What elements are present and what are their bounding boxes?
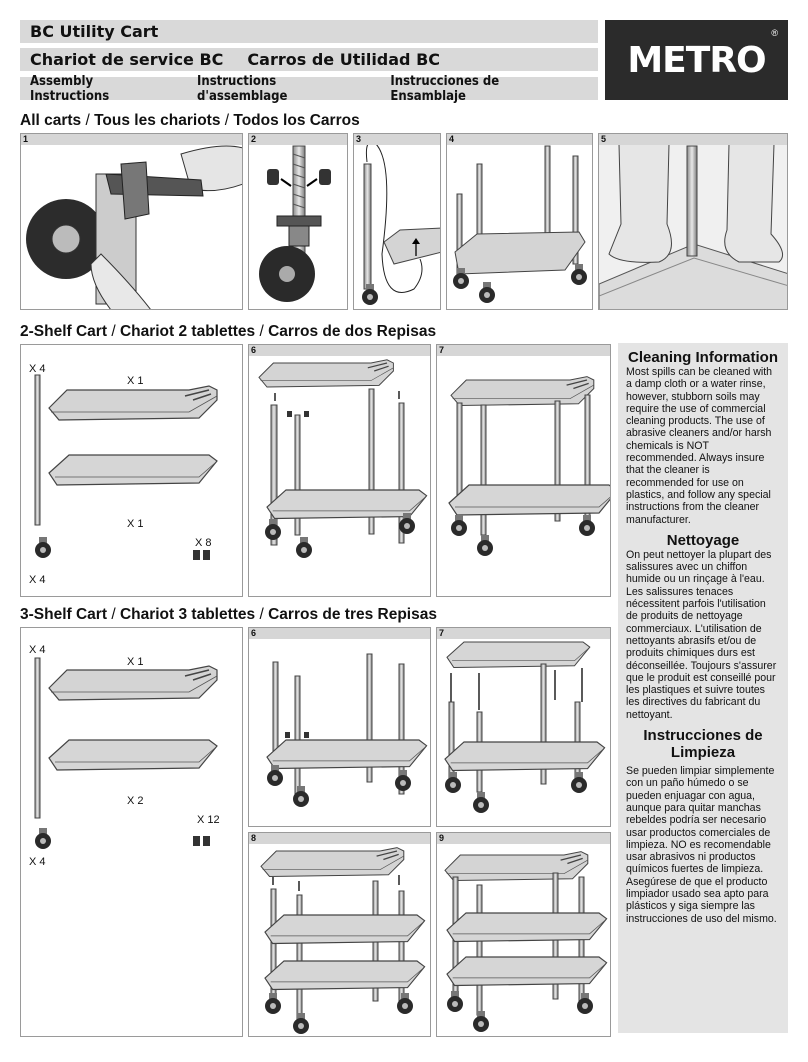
subtitle-en: Assembly Instructions [30, 73, 110, 104]
section-two-fr: Chariot 2 tablettes [119, 323, 256, 340]
header-subtitle-bar: Assembly Instructions Instructions d'ass… [20, 74, 598, 104]
section-all-sep-1: / [85, 112, 90, 129]
section-three-en: 3-Shelf Cart [20, 606, 107, 623]
section-all-es: Todos los Carros [233, 112, 360, 129]
section-two-en: 2-Shelf Cart [20, 323, 107, 340]
parts-3-shelf-illustration [34, 657, 218, 849]
metro-logo: METRO ® [605, 20, 788, 100]
step-5-illustration [599, 134, 787, 309]
cleaning-body-fr: On peut nettoyer la plupart des salissur… [626, 548, 777, 721]
step-9-3shelf-panel: 9 [436, 832, 611, 1037]
step-8-3shelf-panel: 8 [248, 832, 431, 1037]
section-two-es: Carros de dos Repisas [268, 323, 437, 340]
qty-posts: X 4 [29, 644, 46, 656]
step-7-3shelf-illustration [444, 641, 606, 813]
step-1-panel: 1 [20, 133, 243, 310]
step-4-illustration [453, 145, 587, 303]
step-7-2shelf-panel: 7 [436, 344, 611, 597]
qty-casters: X 4 [29, 574, 46, 586]
subtitle-fr: Instructions d'assemblage [197, 73, 288, 104]
header-title-bar: BC Utility Cart [20, 20, 598, 43]
parts-panel-2-shelf: X 4 X 1 X 1 X 8 X 4 [20, 344, 243, 597]
cleaning-title-fr: Nettoyage [666, 531, 740, 549]
section-title-all-carts: All carts / Tous les chariots / Todos lo… [20, 112, 360, 130]
title-en: BC Utility Cart [30, 22, 159, 41]
step-number: 9 [437, 833, 610, 844]
parts-2-shelf-illustration [34, 374, 218, 560]
cleaning-title-en: Cleaning Information [628, 349, 778, 366]
section-two-sep-2: / [259, 323, 264, 340]
step-2-panel: 2 [248, 133, 348, 310]
step-number: 8 [249, 833, 430, 844]
step-number: 6 [249, 345, 430, 356]
subtitle-es: Instrucciones de Ensamblaje [390, 73, 500, 104]
qty-bottom-shelves: X 2 [127, 795, 144, 807]
qty-casters: X 4 [29, 856, 46, 868]
step-number: 2 [249, 134, 347, 145]
logo-text: METRO [627, 39, 766, 81]
step-9-3shelf-illustration [444, 850, 608, 1032]
section-three-es: Carros de tres Repisas [268, 606, 437, 623]
section-three-fr: Chariot 3 tablettes [119, 606, 256, 623]
logo-registered-mark: ® [771, 28, 778, 38]
step-8-3shelf-illustration [260, 846, 426, 1034]
step-number: 4 [447, 134, 592, 145]
section-all-fr: Tous les chariots [94, 112, 221, 129]
section-three-sep-1: / [111, 606, 116, 623]
cleaning-body-en: Most spills can be cleaned with a damp c… [626, 366, 773, 526]
step-number: 7 [437, 628, 610, 639]
qty-top-shelf: X 1 [127, 375, 144, 387]
title-fr: Chariot de service BC [30, 50, 224, 69]
step-number: 6 [249, 628, 430, 639]
step-number: 1 [21, 134, 242, 145]
qty-top-shelf: X 1 [127, 656, 144, 668]
step-6-2shelf-illustration [258, 359, 428, 558]
section-two-sep-1: / [111, 323, 116, 340]
cleaning-body-es: Se pueden limpiar simplemente con un pañ… [626, 765, 777, 925]
step-number: 5 [599, 134, 787, 145]
step-5-panel: 5 [598, 133, 788, 310]
title-es: Carros de Utilidad BC [247, 50, 441, 69]
section-title-3-shelf: 3-Shelf Cart / Chariot 3 tablettes / Car… [20, 606, 437, 624]
step-3-illustration [362, 141, 440, 305]
qty-posts: X 4 [29, 363, 46, 375]
step-6-2shelf-panel: 6 [248, 344, 431, 597]
step-2-illustration [259, 145, 331, 302]
header-title-translations: Chariot de service BC Carros de Utilidad… [20, 48, 598, 71]
qty-clips: X 12 [197, 814, 220, 826]
step-number: 3 [354, 134, 440, 145]
step-6-3shelf-illustration [266, 653, 428, 807]
step-6-3shelf-panel: 6 [248, 627, 431, 827]
step-7-3shelf-panel: 7 [436, 627, 611, 827]
section-three-sep-2: / [259, 606, 264, 623]
section-all-en: All carts [20, 112, 82, 129]
step-3-panel: 3 [353, 133, 441, 310]
cleaning-info-panel: Cleaning Information Most spills can be … [618, 343, 788, 1033]
parts-panel-3-shelf: X 4 X 1 X 2 X 12 X 4 [20, 627, 243, 1037]
step-7-2shelf-illustration [448, 375, 610, 556]
qty-bottom-shelf: X 1 [127, 518, 144, 530]
section-title-2-shelf: 2-Shelf Cart / Chariot 2 tablettes / Car… [20, 323, 436, 341]
cleaning-title-es: Instrucciones de Limpieza [643, 727, 763, 762]
qty-clips: X 8 [195, 537, 212, 549]
step-4-panel: 4 [446, 133, 593, 310]
step-1-illustration [26, 145, 242, 309]
step-number: 7 [437, 345, 610, 356]
section-all-sep-2: / [224, 112, 230, 129]
